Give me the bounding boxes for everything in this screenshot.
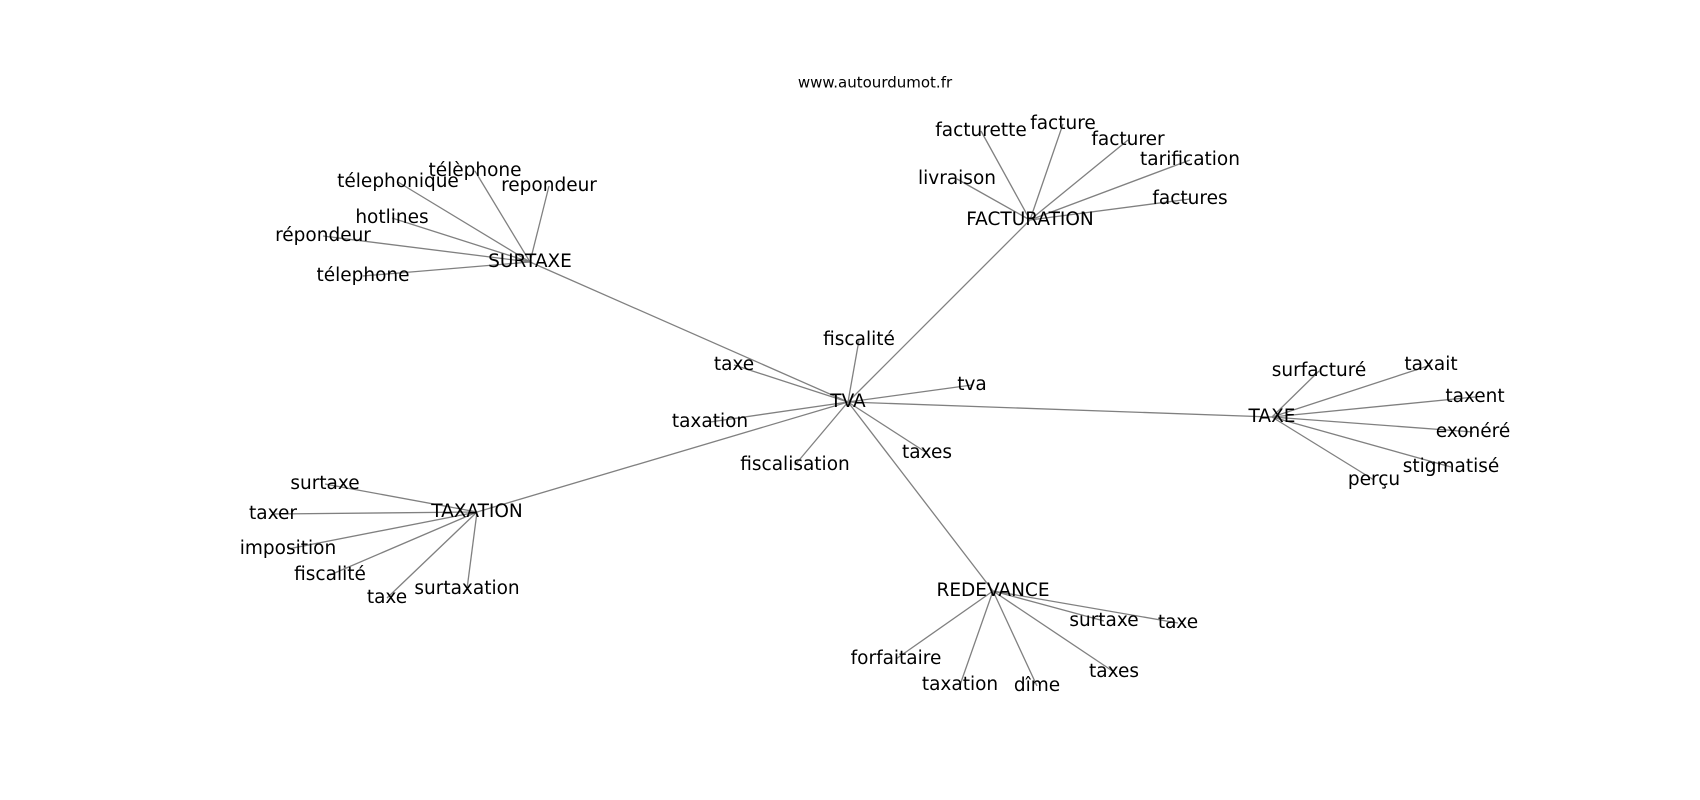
node-label-tva[interactable]: TVA: [829, 391, 866, 412]
node-label-telephonique[interactable]: télephonique: [337, 171, 459, 192]
edge-surtaxe_hub-telephone_b: [362, 261, 531, 277]
node-label-forfaitaire[interactable]: forfaitaire: [851, 648, 942, 669]
edge-taxe_hub-exonere: [1271, 416, 1474, 433]
edge-taxe_hub-percu: [1271, 416, 1375, 481]
edge-redevance_hub-taxe_r: [992, 590, 1179, 624]
edge-redevance_hub-forfaitaire: [895, 590, 994, 660]
node-label-redevance_hub[interactable]: REDEVANCE: [936, 580, 1049, 601]
node-label-surtaxe_t[interactable]: surtaxe: [290, 473, 359, 494]
edge-surtaxe_hub-repondeur_a: [529, 185, 550, 263]
edge-redevance_hub-taxation_r: [959, 590, 994, 686]
edge-taxe_hub-taxent: [1271, 396, 1476, 418]
edge-facturation_hub-facture: [1029, 123, 1064, 221]
node-label-surtaxation[interactable]: surtaxation: [414, 578, 519, 599]
edge-tva-taxation_c: [709, 401, 849, 423]
node-label-facturation_hub[interactable]: FACTURATION: [966, 209, 1094, 230]
edge-facturation_hub-tarification: [1029, 159, 1191, 221]
node-label-taxe_hub[interactable]: TAXE: [1248, 406, 1296, 427]
edge-tva-taxes_c: [847, 401, 928, 454]
node-label-surtaxe_r[interactable]: surtaxe: [1069, 610, 1138, 631]
site-credit[interactable]: www.autourdumot.fr: [798, 74, 953, 92]
node-label-factures[interactable]: factures: [1152, 188, 1227, 209]
node-label-hotlines[interactable]: hotlines: [355, 207, 428, 228]
graph-labels: TVAtaxefiscalitétvataxationfiscalisation…: [240, 113, 1510, 696]
node-label-repondeur_b[interactable]: répondeur: [275, 225, 371, 246]
node-label-fiscalite_c[interactable]: fiscalité: [823, 329, 895, 350]
node-label-taxation_hub[interactable]: TAXATION: [430, 501, 523, 522]
edge-tva-taxe_c: [733, 364, 849, 403]
node-label-facture[interactable]: facture: [1030, 113, 1096, 134]
node-label-dime[interactable]: dîme: [1014, 675, 1060, 696]
edge-tva-fiscalite_c: [847, 339, 860, 403]
edge-tva-tva_low: [847, 384, 973, 403]
node-label-taxation_r[interactable]: taxation: [922, 674, 998, 695]
edge-surtaxe_hub-repondeur_b: [322, 235, 531, 263]
node-label-repondeur_a[interactable]: repondeur: [501, 175, 597, 196]
node-label-tva_low[interactable]: tva: [957, 374, 987, 395]
node-label-tarification[interactable]: tarification: [1140, 149, 1240, 170]
edge-taxation_hub-taxer: [272, 511, 478, 515]
edge-facturation_hub-factures: [1029, 198, 1191, 221]
node-label-taxent[interactable]: taxent: [1445, 386, 1504, 407]
edge-taxation_hub-surtaxation: [466, 511, 478, 590]
node-label-imposition[interactable]: imposition: [240, 538, 336, 559]
node-label-fiscalisation[interactable]: fiscalisation: [740, 454, 850, 475]
node-label-percu[interactable]: perçu: [1348, 469, 1400, 490]
edge-tva-redevance_hub: [847, 401, 994, 592]
edge-tva-facturation_hub: [847, 219, 1031, 403]
node-label-surfacture[interactable]: surfacturé: [1272, 360, 1367, 381]
node-label-taxer[interactable]: taxer: [249, 503, 297, 524]
node-label-facturette[interactable]: facturette: [935, 120, 1026, 141]
node-label-telephone_b[interactable]: télephone: [316, 265, 409, 286]
edge-taxation_hub-taxe_t: [386, 511, 478, 599]
edge-facturation_hub-facturette: [980, 130, 1031, 221]
graph-edges: [272, 123, 1476, 687]
node-label-fiscalite_t[interactable]: fiscalité: [294, 564, 366, 585]
edge-taxe_hub-taxait: [1271, 364, 1432, 418]
node-label-exonere[interactable]: exonéré: [1436, 421, 1510, 442]
node-label-facturer[interactable]: facturer: [1091, 129, 1165, 150]
edge-tva-fiscalisation: [794, 401, 849, 466]
edge-tva-surtaxe_hub: [529, 261, 849, 403]
node-label-taxation_c[interactable]: taxation: [672, 411, 748, 432]
node-label-taxe_c[interactable]: taxe: [714, 354, 754, 375]
edge-redevance_hub-taxes_r: [992, 590, 1115, 673]
edge-redevance_hub-dime: [992, 590, 1038, 687]
edge-tva-taxation_hub: [476, 401, 849, 513]
node-label-stigmatise[interactable]: stigmatisé: [1403, 456, 1500, 477]
edge-tva-taxe_hub: [847, 401, 1273, 418]
edge-taxation_hub-imposition: [287, 511, 478, 550]
edge-facturation_hub-livraison: [956, 178, 1031, 221]
edge-surtaxe_hub-telephonique: [397, 181, 531, 263]
edge-taxe_hub-surfacture: [1271, 370, 1320, 418]
node-label-taxes_c[interactable]: taxes: [902, 442, 952, 463]
node-label-telephone_a[interactable]: télèphone: [428, 160, 521, 181]
edge-taxation_hub-fiscalite_t: [329, 511, 478, 576]
edge-redevance_hub-surtaxe_r: [992, 590, 1105, 622]
node-label-taxe_r[interactable]: taxe: [1158, 612, 1198, 633]
edge-taxation_hub-surtaxe_t: [324, 483, 478, 513]
edge-surtaxe_hub-telephone_a: [474, 170, 531, 263]
edge-taxe_hub-stigmatise: [1271, 416, 1452, 468]
node-label-livraison[interactable]: livraison: [918, 168, 996, 189]
edge-facturation_hub-facturer: [1029, 139, 1129, 221]
node-label-surtaxe_hub[interactable]: SURTAXE: [488, 251, 572, 272]
edge-surtaxe_hub-hotlines: [391, 217, 531, 263]
node-label-taxait[interactable]: taxait: [1404, 354, 1457, 375]
node-label-taxes_r[interactable]: taxes: [1089, 661, 1139, 682]
node-label-taxe_t[interactable]: taxe: [367, 587, 407, 608]
